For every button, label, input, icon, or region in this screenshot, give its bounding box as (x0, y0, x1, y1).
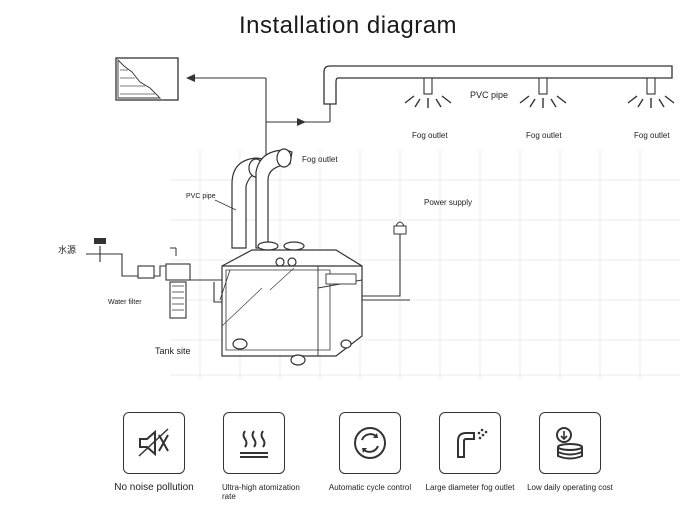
steam-icon (223, 412, 285, 474)
water-filter-label: Water filter (108, 299, 142, 306)
room-box (115, 57, 179, 101)
supply-lines (188, 77, 331, 160)
power-plug (393, 221, 407, 235)
feature-label: Low daily operating cost (527, 483, 613, 492)
coins-icon (539, 412, 601, 474)
power-line (362, 232, 410, 301)
feature-low-cost: Low daily operating cost (514, 412, 626, 492)
installation-diagram: PVC pipe Fog outlet Fog outlet Fog outle… (58, 57, 680, 380)
fog-outlet-machine-label: Fog outlet (302, 155, 338, 164)
feature-label: Large diameter fog outlet (425, 483, 515, 492)
feature-label: Automatic cycle control (328, 483, 412, 492)
fog-outlet-label-2: Fog outlet (526, 131, 562, 140)
feature-cycle-control: Automatic cycle control (314, 412, 426, 492)
nozzle-1 (404, 77, 452, 108)
cycle-arrows-icon (339, 412, 401, 474)
feature-large-outlet: Large diameter fog outlet (414, 412, 526, 492)
pvc-pipe (323, 65, 673, 105)
power-supply-label: Power supply (424, 198, 472, 207)
pvc-pipe-label: PVC pipe (470, 90, 508, 100)
nozzle-3 (627, 77, 675, 108)
pipe-spray-icon (439, 412, 501, 474)
machine-fog-pipes (231, 148, 293, 249)
fog-outlet-label-1: Fog outlet (412, 131, 448, 140)
feature-atomization: Ultra-high atomization rate (198, 412, 310, 501)
water-filter (137, 263, 191, 319)
feature-label: Ultra-high atomization rate (222, 483, 300, 501)
water-valve (94, 238, 106, 244)
fog-outlet-label-3: Fog outlet (634, 131, 670, 140)
diagram-title: Installation diagram (238, 12, 458, 39)
feature-no-noise: No noise pollution (98, 412, 210, 493)
nozzle-2 (519, 77, 567, 108)
tank-site-label: Tank site (155, 346, 191, 356)
arrow-right (297, 118, 306, 126)
feature-label: No noise pollution (114, 482, 194, 493)
pvc-pipe-leader (214, 199, 237, 211)
pvc-pipe-machine-label: PVC pipe (186, 193, 216, 200)
speaker-mute-icon (123, 412, 185, 474)
humidifier-machine (219, 241, 363, 366)
background-grid (170, 150, 680, 380)
water-source-label: 水源 (58, 244, 76, 255)
arrow-to-room (186, 74, 195, 82)
